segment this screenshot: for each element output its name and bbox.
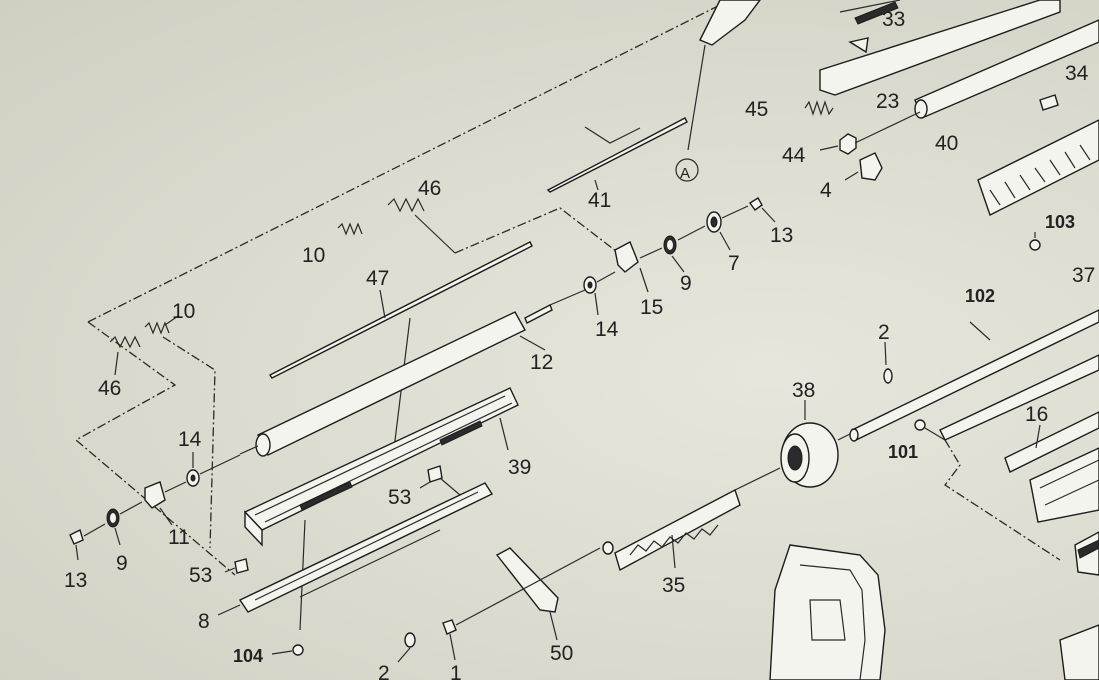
label-50: 50 xyxy=(550,642,573,665)
label-8: 8 xyxy=(198,610,210,633)
part-39-guide xyxy=(243,387,519,547)
label-2-lower: 2 xyxy=(378,662,390,680)
assembly-frame-line-right xyxy=(944,439,1061,561)
assembly-frame-line-upper xyxy=(454,207,626,259)
label-46-upper: 46 xyxy=(418,177,441,200)
part-12-roller-shaft xyxy=(239,304,553,457)
label-41: 41 xyxy=(588,189,611,212)
part-35-rack xyxy=(602,488,741,572)
part-14-bushing-right xyxy=(583,276,597,294)
label-a: A xyxy=(680,165,690,182)
part-2-ring-lower xyxy=(404,632,416,648)
label-15: 15 xyxy=(640,296,663,319)
part-47-blade xyxy=(268,241,533,379)
part-34-bracket xyxy=(977,94,1099,216)
label-46-lower: 46 xyxy=(98,377,121,400)
part-13-cap-left xyxy=(69,529,84,545)
part-side-frame xyxy=(769,544,886,680)
part-44-gear xyxy=(839,133,857,155)
label-11: 11 xyxy=(168,526,190,549)
label-53-upper: 53 xyxy=(388,486,411,509)
part-102-pin xyxy=(969,321,991,341)
label-7: 7 xyxy=(728,252,740,275)
label-102: 102 xyxy=(965,286,995,306)
label-10-upper: 10 xyxy=(302,244,325,267)
part-101-screw xyxy=(914,419,926,431)
label-34: 34 xyxy=(1065,62,1089,85)
part-46-spring-upper xyxy=(387,197,425,213)
label-44: 44 xyxy=(782,144,806,167)
part-9-bearing-left xyxy=(106,508,120,528)
part-10-spring-upper xyxy=(337,222,363,236)
part-top-bracket xyxy=(699,0,761,46)
label-101: 101 xyxy=(888,442,918,462)
part-11-bracket xyxy=(144,481,166,509)
part-53-pad-upper xyxy=(427,465,443,483)
part-1-nut xyxy=(442,619,457,635)
label-35: 35 xyxy=(662,574,685,597)
part-16-guide xyxy=(1004,411,1099,473)
label-13-left: 13 xyxy=(64,569,87,592)
part-13-cap-right xyxy=(748,197,763,211)
part-33-tab xyxy=(848,37,869,54)
label-9-right: 9 xyxy=(680,272,692,295)
assembly-frame-line xyxy=(87,0,731,323)
label-38: 38 xyxy=(792,379,815,402)
label-10-lower: 10 xyxy=(172,300,195,323)
label-40: 40 xyxy=(935,132,958,155)
label-37: 37 xyxy=(1072,264,1095,287)
label-14-left: 14 xyxy=(178,428,202,451)
part-16-rail xyxy=(939,354,1099,441)
part-15-bracket xyxy=(614,241,639,273)
part-41-blade xyxy=(546,117,688,193)
part-104-screw xyxy=(292,644,304,656)
part-46-spring-lower xyxy=(109,335,141,349)
assembly-frame-line-left xyxy=(74,321,236,576)
label-13-right: 13 xyxy=(770,224,793,247)
part-37-bracket xyxy=(1029,447,1099,523)
part-9-bearing-right xyxy=(663,235,677,255)
label-33: 33 xyxy=(882,8,905,31)
label-16: 16 xyxy=(1025,403,1048,426)
part-45-spring xyxy=(804,100,834,116)
label-104: 104 xyxy=(233,646,263,666)
part-8-plate xyxy=(238,482,494,613)
part-50-arm xyxy=(495,547,559,613)
label-103: 103 xyxy=(1045,212,1075,232)
part-103-screw xyxy=(1029,232,1041,251)
part-7-pulley xyxy=(706,211,722,233)
label-39: 39 xyxy=(508,456,531,479)
part-main-shaft xyxy=(849,309,1099,442)
label-4: 4 xyxy=(820,179,832,202)
label-14-right: 14 xyxy=(595,318,619,341)
part-bottom-right-corner xyxy=(1059,624,1099,680)
label-9-left: 9 xyxy=(116,552,128,575)
part-right-edge-bracket xyxy=(1074,531,1099,576)
part-53-pad-lower xyxy=(234,558,249,574)
assembly-frame-line-mid xyxy=(162,336,216,549)
label-47: 47 xyxy=(366,267,389,290)
label-45: 45 xyxy=(745,98,768,121)
part-10-spring-lower xyxy=(144,321,170,335)
label-53-lower: 53 xyxy=(189,564,212,587)
label-1: 1 xyxy=(450,662,462,680)
label-2-upper: 2 xyxy=(878,321,890,344)
reference-circle-a xyxy=(675,158,699,182)
label-23: 23 xyxy=(876,90,899,113)
part-38-roller xyxy=(780,422,839,488)
part-4-clip xyxy=(859,152,883,181)
part-2-ring-upper xyxy=(883,368,893,384)
part-14-bushing-left xyxy=(186,469,200,487)
label-12: 12 xyxy=(530,351,553,374)
part-23-rail xyxy=(819,0,1061,96)
